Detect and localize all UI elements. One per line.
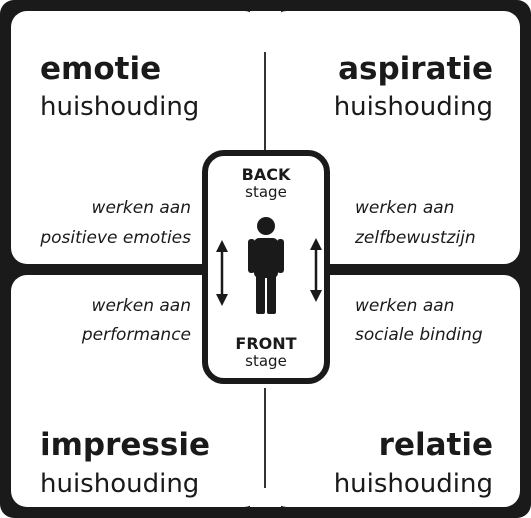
impressie-note-line2: performance (81, 325, 191, 345)
divider-bottom (264, 388, 266, 488)
divider-top (264, 52, 266, 167)
stage-figure (216, 217, 322, 314)
aspiratie-note-line1: werken aan (355, 198, 455, 218)
relatie-note-line1: werken aan (355, 296, 455, 316)
aspiratie-title: aspiratie (338, 51, 493, 87)
up-down-arrow-icon (216, 240, 228, 306)
back-label: BACK (241, 165, 291, 184)
impressie-title: impressie (40, 427, 210, 463)
impressie-note-line1: werken aan (91, 296, 191, 316)
emotie-subtitle: huishouding (40, 92, 200, 122)
emotie-note-line2: positieve emoties (40, 228, 191, 248)
emotie-title: emotie (40, 51, 162, 87)
front-stage-label: stage (245, 352, 287, 370)
person-icon (248, 217, 284, 314)
back-stage-label: stage (245, 183, 287, 201)
relatie-title: relatie (378, 427, 493, 463)
relatie-note-line2: sociale binding (355, 325, 483, 345)
up-down-arrow-icon (310, 238, 322, 302)
aspiratie-subtitle: huishouding (333, 92, 493, 122)
relatie-subtitle: huishouding (333, 469, 493, 499)
stage-box: BACK stage (202, 150, 330, 384)
front-label: FRONT (235, 334, 297, 353)
emotie-note-line1: werken aan (91, 198, 191, 218)
aspiratie-note-line2: zelfbewustzijn (355, 228, 476, 248)
impressie-subtitle: huishouding (40, 469, 200, 499)
